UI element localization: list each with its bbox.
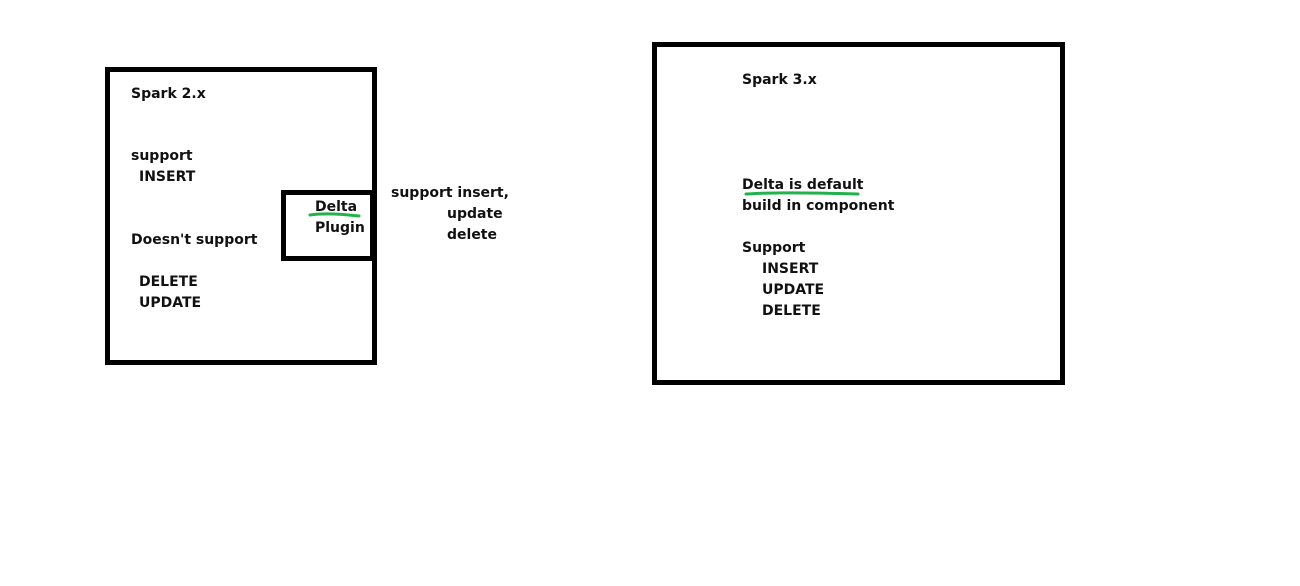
- delta-plugin-box: [281, 190, 375, 261]
- spark2-support-insert: INSERT: [139, 169, 196, 185]
- delta-default-underline: [744, 191, 860, 196]
- spark3-title: Spark 3.x: [742, 72, 817, 88]
- spark2-not-support-update: UPDATE: [139, 295, 202, 311]
- spark2-not-support-label: Doesn't support: [131, 232, 258, 248]
- spark3-delta-line2: build in component: [742, 198, 895, 214]
- delta-plugin-line1: Delta: [315, 199, 358, 215]
- spark3-support-insert: INSERT: [762, 261, 819, 277]
- spark2-title: Spark 2.x: [131, 86, 206, 102]
- spark3-box: [652, 42, 1065, 385]
- plugin-note-line3: delete: [447, 227, 497, 243]
- spark3-support-delete: DELETE: [762, 303, 821, 319]
- plugin-note-line1: support insert,: [391, 185, 509, 201]
- spark2-support-label: support: [131, 148, 193, 164]
- spark3-delta-line1: Delta is default: [742, 177, 864, 193]
- spark3-support-update: UPDATE: [762, 282, 825, 298]
- plugin-note-line2: update: [447, 206, 503, 222]
- delta-underline: [308, 212, 361, 218]
- spark2-not-support-delete: DELETE: [139, 274, 198, 290]
- delta-plugin-line2: Plugin: [315, 220, 365, 236]
- spark3-support-label: Support: [742, 240, 806, 256]
